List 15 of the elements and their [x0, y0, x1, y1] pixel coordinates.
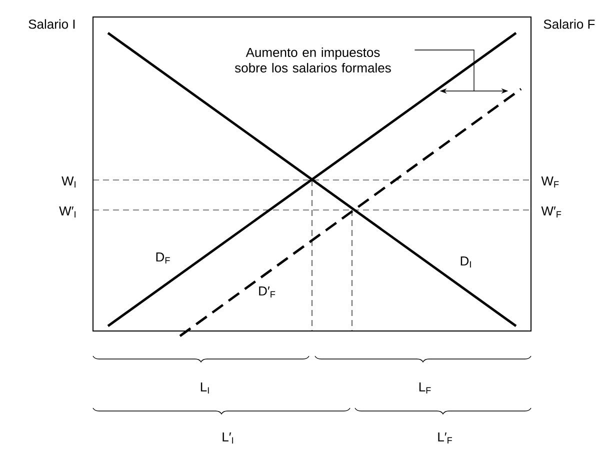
wage-label: W$_{I}$ — [62, 176, 76, 188]
labor-label: L$_{I}$ — [200, 382, 209, 394]
curve-label: D$_{F}$ — [156, 252, 170, 264]
axis-label: Salario I — [28, 19, 75, 29]
labor-label: L′$_{F}$ — [438, 432, 452, 444]
curve-label: D′$_{F}$ — [259, 286, 276, 298]
labor-label: L$_{F}$ — [419, 382, 431, 394]
curve-label: D$_{I}$ — [460, 256, 471, 268]
axis-label: Salario F — [544, 19, 595, 29]
wage-label: W$_{F}$ — [541, 176, 559, 188]
callout-text: Aumento en impuestos sobre los salarios formales — [234, 47, 391, 73]
wage-label: W′$_{I}$ — [59, 206, 76, 218]
leader-line — [414, 50, 474, 92]
labor-label: L′$_{I}$ — [222, 432, 234, 444]
wage-label: W′$_{F}$ — [541, 206, 562, 218]
